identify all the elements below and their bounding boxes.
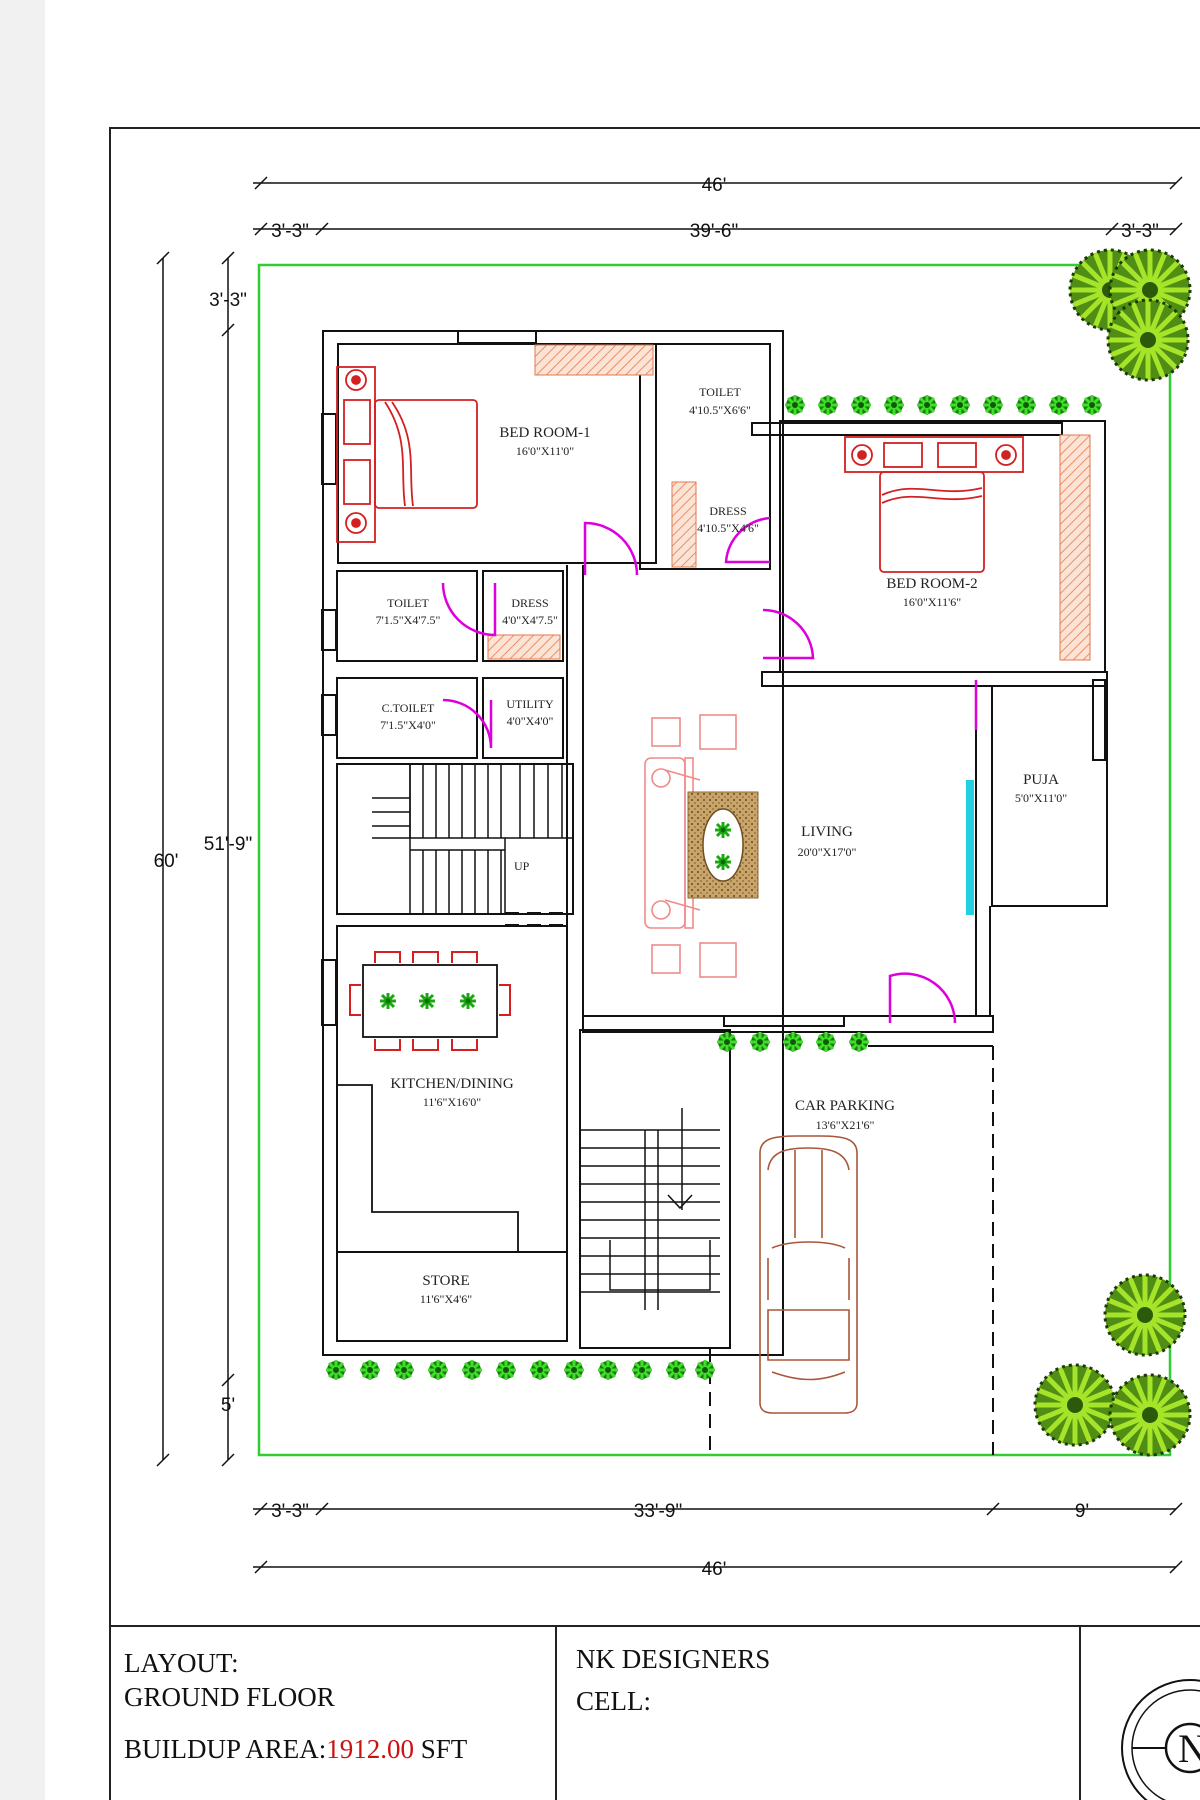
puja-size: 5'0"X11'0" — [1015, 791, 1067, 805]
floor-label: GROUND FLOOR — [124, 1682, 335, 1712]
area-unit-space — [414, 1734, 421, 1764]
north-letter: N — [1178, 1726, 1200, 1771]
utility-size: 4'0"X4'0" — [507, 714, 554, 728]
bed2-name: BED ROOM-2 — [886, 576, 977, 592]
dim-left-plot: 51'-9" — [204, 834, 252, 855]
toilet-left-name: TOILET — [387, 596, 429, 610]
staircase-down — [580, 1108, 720, 1310]
ctoilet-size: 7'1.5"X4'0" — [380, 718, 436, 732]
dim-top-left: 3'-3" — [271, 221, 309, 242]
company-name: NK DESIGNERS — [576, 1644, 770, 1674]
dim-bottom-total: 46' — [702, 1559, 727, 1580]
dining-table — [349, 951, 511, 1051]
tree-top-right — [1070, 250, 1190, 380]
kitchen-name: KITCHEN/DINING — [390, 1076, 513, 1092]
car — [759, 1135, 858, 1414]
kitchen-counter — [336, 1084, 519, 1253]
staircase-up — [372, 764, 572, 914]
bed-1 — [336, 366, 478, 543]
dimension-lines — [156, 176, 1183, 1574]
room-labels: BED ROOM-1 16'0"X11'0" TOILET 4'10.5"X6'… — [376, 385, 1068, 1306]
bed1-size: 16'0"X11'0" — [516, 444, 574, 458]
title-block: LAYOUT: GROUND FLOOR BUILDUP AREA:1912.0… — [124, 1644, 770, 1764]
dress-left-name: DRESS — [511, 596, 548, 610]
dim-left-total: 60' — [154, 851, 179, 872]
dress-left-size: 4'0"X4'7.5" — [502, 613, 558, 627]
bed-2 — [844, 436, 1024, 573]
store-size: 11'6"X4'6" — [420, 1292, 472, 1306]
dim-left-bottom: 5' — [221, 1395, 235, 1416]
dim-bottom-left: 3'-3" — [271, 1501, 309, 1522]
shrub-row-top — [783, 393, 1104, 417]
shrub-row-bottom — [324, 1358, 717, 1382]
toilet-top-size: 4'10.5"X6'6" — [689, 403, 751, 417]
area-label: BUILDUP AREA: — [124, 1734, 326, 1764]
sofa-set — [644, 714, 737, 978]
car-size: 13'6"X21'6" — [816, 1118, 875, 1132]
parking-boundary — [505, 912, 994, 1455]
area-line: BUILDUP AREA:1912.00 SFT — [124, 1734, 468, 1764]
store-name: STORE — [422, 1273, 469, 1289]
doors — [441, 516, 978, 1024]
wardrobe-dress-top — [671, 481, 697, 568]
shrub-row-living — [715, 1030, 871, 1054]
dim-top-total: 46' — [702, 175, 727, 196]
dress-top-size: 4'10.5"X4'6" — [697, 521, 759, 535]
bed1-name: BED ROOM-1 — [499, 425, 590, 441]
living-window-glass — [966, 780, 974, 915]
bed2-size: 16'0"X11'6" — [903, 595, 961, 609]
wardrobe-bed1 — [534, 344, 654, 376]
living-size: 20'0"X17'0" — [798, 845, 857, 859]
kitchen-size: 11'6"X16'0" — [423, 1095, 481, 1109]
layout-label: LAYOUT: — [124, 1648, 239, 1678]
puja-name: PUJA — [1023, 772, 1059, 788]
ctoilet-name: C.TOILET — [382, 701, 435, 715]
dim-bottom-right: 9' — [1075, 1501, 1089, 1522]
living-name: LIVING — [801, 824, 853, 840]
sheet-border — [109, 127, 1200, 1800]
toilet-top-name: TOILET — [699, 385, 741, 399]
toilet-left-size: 7'1.5"X4'7.5" — [376, 613, 441, 627]
utility-name: UTILITY — [506, 697, 554, 711]
walls — [321, 330, 1108, 1356]
plot-boundary — [257, 263, 1172, 1457]
tree-bottom-right — [1035, 1275, 1190, 1455]
cell-label: CELL: — [576, 1686, 651, 1716]
dim-bottom-mid: 33'-9" — [634, 1501, 682, 1522]
car-name: CAR PARKING — [795, 1098, 895, 1114]
north-arrow: N — [1121, 1679, 1200, 1800]
area-unit: SFT — [421, 1734, 468, 1764]
dim-top-right: 3'-3" — [1121, 221, 1159, 242]
dim-left-top: 3'-3" — [209, 290, 247, 311]
wardrobe-dress-left — [487, 634, 561, 660]
stair-up-label: UP — [514, 859, 530, 873]
viewer-margin — [0, 0, 45, 1800]
dim-top-mid: 39'-6" — [690, 221, 738, 242]
dimension-labels: 46' 3'-3" 39'-6" 3'-3" 3'-3" 60' 51'-9" … — [154, 175, 1159, 1580]
area-value: 1912.00 — [326, 1734, 414, 1764]
wardrobe-bed2 — [1059, 434, 1091, 661]
coffee-table — [702, 808, 744, 882]
dress-top-name: DRESS — [709, 504, 746, 518]
